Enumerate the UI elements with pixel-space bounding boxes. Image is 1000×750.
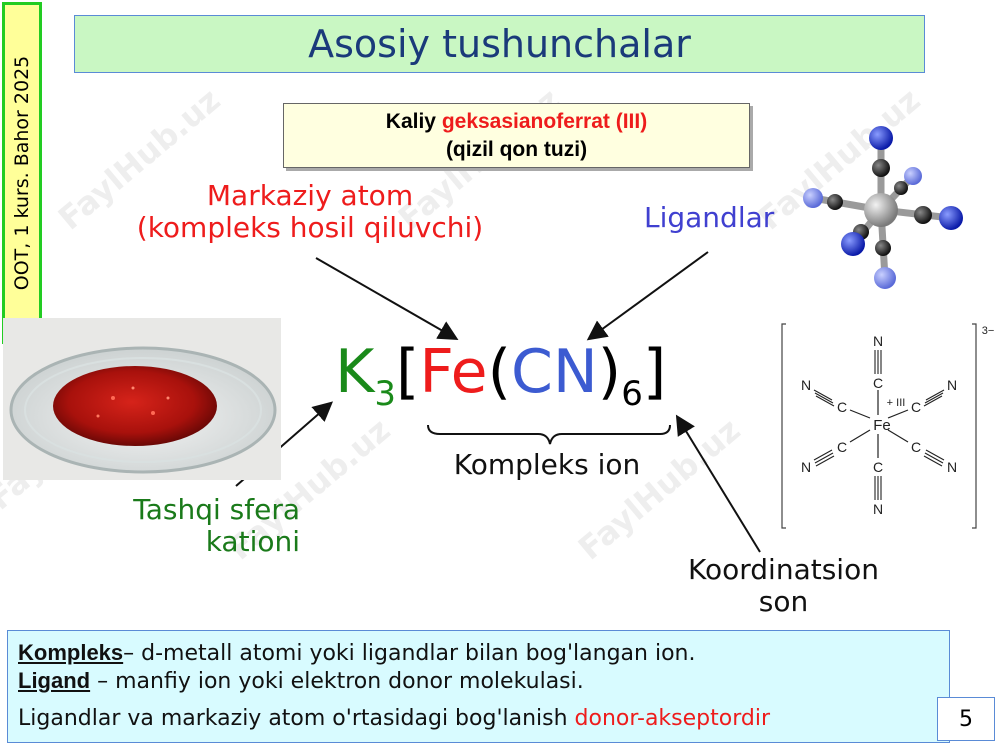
definition-complex: Kompleks– d-metall atomi yoki ligandlar … [18,639,939,667]
side-label: OOT, 1 kurs. Bahor 2025 [2,2,42,344]
compound-name-red: geksasianoferrat (III) [441,110,648,133]
central-atom-arrow [315,257,459,340]
structure-charge: 3− [982,325,995,337]
definition-separator: – [90,669,116,694]
formula-close-bracket: ] [642,337,667,407]
structure-oxidation: + III [887,397,906,409]
formula-potassium: K [335,337,375,407]
slide-title: Asosiy tushunchalar [308,22,691,66]
definition-bond-text: Ligandlar va markaziy atom o'rtasidagi b… [18,706,575,731]
compound-prefix: Kaliy [385,110,442,133]
definition-bond-highlight: donor-akseptordir [574,706,771,731]
structure-carbon: C [873,459,883,475]
structure-center: Fe [873,417,891,434]
structural-formula: 3− Fe + III C N C N C N C N C N C N [781,323,995,529]
molecule-3d-model [803,126,963,289]
coordination-line1: Koordinatsion [688,553,879,586]
ligands-arrow [586,251,709,341]
compound-common-name: (qizil qon tuzi) [445,138,588,161]
structure-nitrogen: N [873,501,883,517]
coordination-line2: son [758,585,809,618]
definitions-box: Kompleks– d-metall atomi yoki ligandlar … [7,630,950,743]
structure-carbon: C [873,375,883,391]
formula-cyanide-subscript: 6 [621,374,643,414]
slide-title-bar: Asosiy tushunchalar [74,15,925,73]
structure-carbon: C [911,439,921,455]
compound-name: Kaliy geksasianoferrat (III) [284,108,749,136]
central-atom-label: Markaziy atom (kompleks hosil qiluvchi) [100,180,520,244]
coordination-arrow [675,414,761,553]
definition-separator: – [123,641,142,666]
coordination-number-label: Koordinatsion son [666,554,901,618]
outer-sphere-line2: kationi [205,525,300,558]
formula-cyanide: CN [511,337,598,407]
outer-sphere-cation-label: Tashqi sfera kationi [96,494,300,558]
formula-potassium-subscript: 3 [374,374,396,414]
structure-nitrogen: N [947,459,957,475]
chemical-formula: K3[Fe(CN)6] [335,332,666,434]
compound-name-box: Kaliy geksasianoferrat (III) (qizil qon … [283,103,750,168]
structure-nitrogen: N [873,333,883,349]
definition-ligand: Ligand – manfiy ion yoki elektron donor … [18,667,939,695]
definition-bond: Ligandlar va markaziy atom o'rtasidagi b… [18,705,939,732]
complex-ion-brace [427,424,671,445]
central-atom-label-line2: (kompleks hosil qiluvchi) [136,211,484,244]
definition-ligand-text: manfiy ion yoki elektron donor molekulas… [115,669,584,694]
structure-carbon: C [911,399,921,415]
term-complex: Kompleks [18,640,124,665]
formula-close-paren: ) [597,337,622,407]
formula-iron: Fe [419,337,488,407]
formula-open-paren: ( [487,337,511,407]
structure-carbon: C [837,399,847,415]
structure-nitrogen: N [947,377,957,393]
structure-carbon: C [837,439,847,455]
outer-sphere-line1: Tashqi sfera [133,493,300,526]
ligands-label: Ligandlar [644,201,775,234]
formula-open-bracket: [ [396,337,420,407]
term-ligand: Ligand [18,668,91,693]
red-prussiate-photo [3,318,281,480]
definition-complex-text: d-metall atomi yoki ligandlar bilan bog'… [141,641,696,666]
page-number: 5 [937,697,995,741]
central-atom-label-line1: Markaziy atom [206,179,414,212]
structure-nitrogen: N [801,459,811,475]
complex-ion-label: Kompleks ion [453,448,641,481]
structure-nitrogen: N [801,377,811,393]
